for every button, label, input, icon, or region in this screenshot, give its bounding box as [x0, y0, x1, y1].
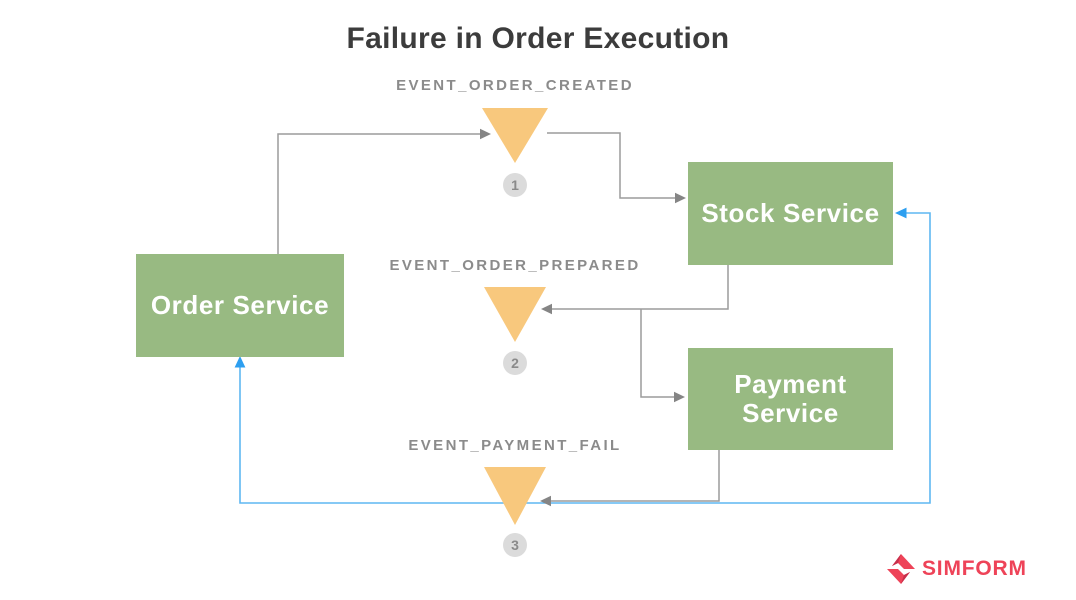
- payment-service-box: Payment Service: [688, 348, 893, 450]
- event-triangles: [482, 108, 548, 525]
- arrowhead-into-event1: [480, 128, 491, 140]
- step-1-badge: 1: [503, 173, 527, 197]
- payment-service-label: Payment Service: [734, 368, 847, 428]
- flow-branch-to-payment: [640, 309, 675, 398]
- stock-service-box: Stock Service: [688, 162, 893, 265]
- arrowhead-into-stock-service: [675, 192, 686, 204]
- event-payment-fail-label: EVENT_PAYMENT_FAIL: [408, 437, 622, 454]
- event-order-created-label: EVENT_ORDER_CREATED: [396, 77, 634, 94]
- event3-triangle-icon: [484, 467, 546, 525]
- event2-triangle-icon: [484, 287, 546, 342]
- simform-logo-text: SIMFORM: [922, 557, 1027, 580]
- step-3-badge: 3: [503, 533, 527, 557]
- simform-logo: SIMFORM: [886, 553, 1027, 585]
- failure-arrowhead-to-order-service: [234, 356, 246, 368]
- stock-service-label: Stock Service: [701, 197, 880, 228]
- arrowhead-into-event3: [540, 495, 551, 507]
- step-2-badge: 2: [503, 351, 527, 375]
- failure-arrowhead-to-stock-service: [895, 207, 907, 219]
- arrowhead-into-payment-service: [674, 391, 685, 403]
- event-order-prepared-label: EVENT_ORDER_PREPARED: [389, 257, 641, 274]
- flow-order-to-event1: [277, 133, 481, 254]
- event1-triangle-icon: [482, 108, 548, 163]
- arrowhead-into-event2: [541, 303, 552, 315]
- flow-payment-to-event3: [551, 450, 720, 502]
- order-service-label: Order Service: [150, 289, 330, 320]
- order-service-box: Order Service: [136, 254, 344, 357]
- flow-event1-to-stock: [547, 132, 676, 199]
- page-title: Failure in Order Execution: [346, 22, 730, 55]
- simform-logo-icon: [887, 554, 915, 584]
